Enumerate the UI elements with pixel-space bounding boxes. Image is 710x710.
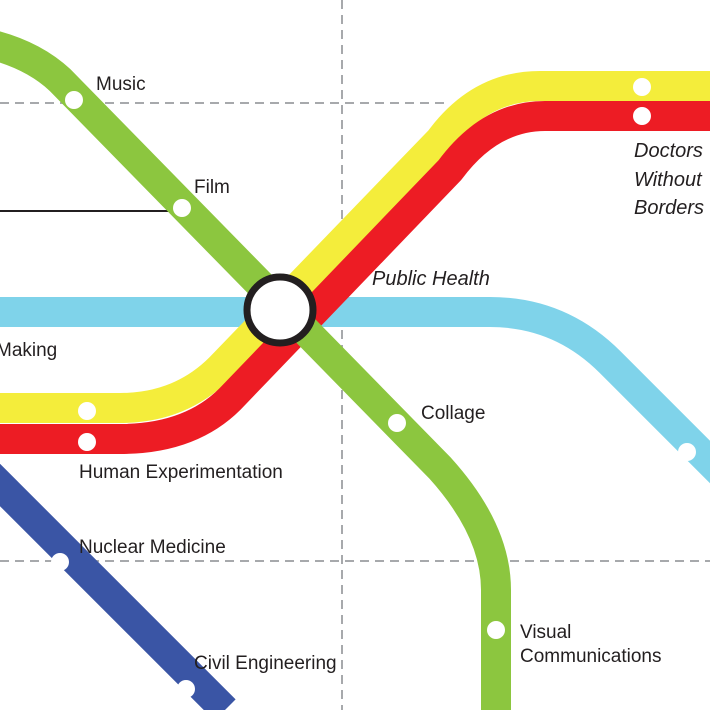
red-line bbox=[0, 101, 710, 454]
label-doctors-line3: Borders bbox=[634, 197, 704, 219]
station-nuclear-medicine[interactable] bbox=[51, 553, 69, 571]
label-nuclear-medicine: Nuclear Medicine bbox=[79, 537, 226, 558]
label-music: Music bbox=[96, 74, 146, 95]
station-music[interactable] bbox=[65, 91, 83, 109]
label-human-experimentation: Human Experimentation bbox=[79, 462, 283, 483]
station-civil-engineering[interactable] bbox=[177, 680, 195, 698]
station-human-exp-yellow[interactable] bbox=[78, 402, 96, 420]
label-public-health: Public Health bbox=[372, 268, 490, 290]
hub-interchange-station[interactable] bbox=[243, 273, 317, 347]
station-human-exp-red[interactable] bbox=[78, 433, 96, 451]
label-visual-line1: Visual bbox=[520, 622, 571, 643]
label-collage: Collage bbox=[421, 403, 485, 424]
stations bbox=[51, 78, 696, 698]
station-visual-communications[interactable] bbox=[487, 621, 505, 639]
label-visual-line2: Communications bbox=[520, 646, 662, 667]
label-doctors-line1: Doctors bbox=[634, 140, 703, 162]
light-blue-line bbox=[0, 297, 710, 484]
label-civil-engineering: Civil Engineering bbox=[194, 653, 337, 674]
station-collage[interactable] bbox=[388, 414, 406, 432]
station-light-blue-east[interactable] bbox=[678, 443, 696, 461]
label-making: Making bbox=[0, 340, 57, 361]
station-doctors-yellow[interactable] bbox=[633, 78, 651, 96]
dark-blue-line bbox=[0, 463, 236, 710]
yellow-line bbox=[0, 71, 710, 423]
green-line bbox=[0, 31, 511, 710]
label-film: Film bbox=[194, 177, 230, 198]
station-film[interactable] bbox=[173, 199, 191, 217]
station-doctors-red[interactable] bbox=[633, 107, 651, 125]
label-doctors-line2: Without bbox=[634, 169, 703, 191]
